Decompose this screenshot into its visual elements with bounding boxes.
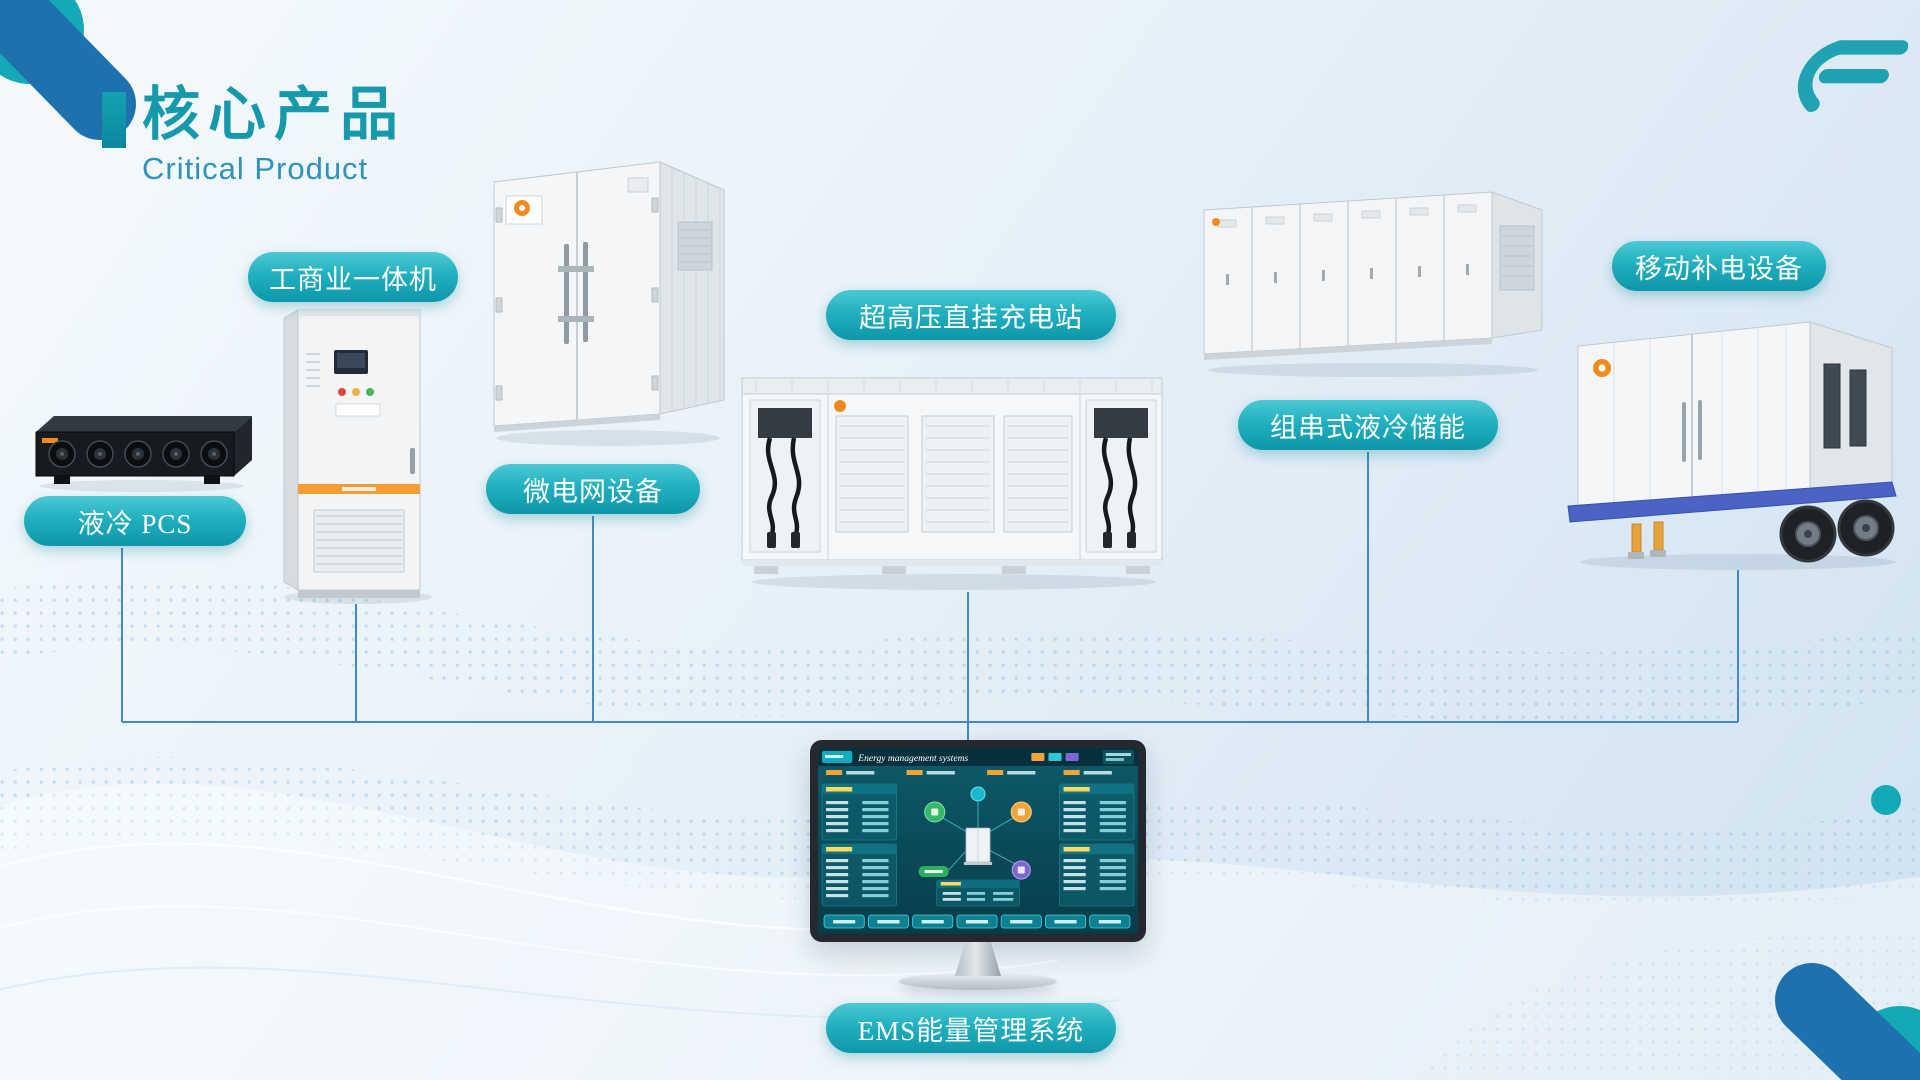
- container-front: [1577, 321, 1811, 507]
- shadow: [1208, 363, 1538, 377]
- grid-node-icon: [970, 786, 986, 802]
- front-corrugation: [1613, 324, 1787, 505]
- door-handles: [1226, 264, 1469, 285]
- cabinet-base: [298, 590, 420, 598]
- shadow: [752, 574, 1156, 590]
- product-all-in-one-image: [272, 298, 444, 606]
- cabinet-indicator-lights: [338, 388, 374, 396]
- corner-accent-bottom-right: [1775, 785, 1920, 1080]
- pcs-top: [36, 416, 252, 432]
- container-base: [1204, 338, 1492, 360]
- side-louver: [1499, 225, 1535, 291]
- handle-bracket: [558, 266, 594, 272]
- product-pcs-image: [28, 402, 256, 494]
- container-skid: [742, 560, 1162, 566]
- product-string-storage-image: [1192, 182, 1554, 380]
- door-vents: [1217, 204, 1477, 228]
- cabinet-louver-grille: [313, 509, 405, 573]
- cabinet-handle: [410, 448, 415, 474]
- ems-toolbar: [826, 770, 1112, 775]
- title-accent-bar: [102, 92, 126, 148]
- door-handle: [1682, 402, 1686, 462]
- monitor-bezel: Energy management systems: [810, 740, 1146, 942]
- product-microgrid-image: [482, 148, 734, 450]
- pcs-side: [234, 416, 252, 476]
- pcs-fans: [48, 440, 228, 468]
- front-vent: [627, 177, 649, 193]
- left-cable-bay: [749, 399, 821, 553]
- landing-gear: [1628, 521, 1666, 559]
- brand-mark-center: [519, 205, 525, 211]
- cabinet-display-glass: [337, 353, 365, 368]
- brand-logo-icon: [1797, 40, 1909, 112]
- container-side: [659, 161, 725, 415]
- side-corrugation: [671, 167, 721, 412]
- pcs-foot: [54, 476, 70, 484]
- product-hv-charging-image: [732, 362, 1176, 594]
- monitor-stand-base: [899, 973, 1057, 990]
- ems-clock: [1102, 750, 1134, 764]
- shadow: [496, 430, 720, 446]
- label-mobile-power: 移动补电设备: [1612, 241, 1826, 291]
- label-microgrid: 微电网设备: [486, 464, 700, 514]
- handle-bracket: [558, 316, 594, 322]
- cabinet-louver-lines: [316, 515, 402, 565]
- cabinet-stripe-text: [342, 487, 376, 491]
- door-dividers: [1251, 195, 1445, 352]
- ems-right-panels: [1059, 783, 1135, 907]
- shadow: [40, 480, 244, 492]
- shadow: [1580, 554, 1896, 570]
- label-pcs: 液冷 PCS: [24, 496, 246, 546]
- pcs-foot: [204, 476, 220, 484]
- corner-accent-top-left: [0, 0, 136, 140]
- side-window: [1823, 363, 1841, 449]
- page-title: 核心产品: [142, 82, 407, 147]
- ems-flow-diagram: [918, 786, 1032, 907]
- container-feet: [754, 566, 1150, 574]
- door-hinges: [495, 197, 659, 401]
- brand-mark-center: [1598, 364, 1606, 372]
- label-all-in-one: 工商业一体机: [248, 252, 458, 302]
- side-louver-lines: [1502, 235, 1532, 277]
- cabinet-nameplate: [335, 403, 381, 417]
- side-window: [1849, 369, 1867, 447]
- side-louver-lines: [680, 229, 710, 263]
- teal-dot: [1871, 785, 1901, 815]
- right-cable-bay: [1085, 399, 1157, 553]
- center-louver-panels: [835, 415, 1073, 533]
- page-subtitle: Critical Product: [142, 150, 369, 186]
- ems-left-panels: [821, 783, 897, 907]
- roof: [741, 377, 1163, 395]
- pcs-brand-mark: [42, 438, 58, 443]
- roof-ticks: [755, 380, 1153, 392]
- product-mobile-power-image: [1562, 302, 1914, 574]
- cabinet-side: [283, 309, 299, 591]
- ems-screen: Energy management systems: [818, 748, 1138, 934]
- brand-mark: [834, 400, 846, 412]
- title-block: 核心产品 Critical Product: [102, 82, 406, 187]
- ems-header: Energy management systems: [818, 748, 1138, 766]
- label-ems: EMS能量管理系统: [826, 1003, 1116, 1053]
- trailer-wheels: [1779, 499, 1895, 563]
- blue-diagonal-bar: [0, 0, 136, 140]
- ems-monitor: Energy management systems: [810, 740, 1146, 990]
- ems-button-bar: [823, 914, 1131, 929]
- title-texts: 核心产品 Critical Product: [142, 82, 406, 187]
- ems-screen-title: Energy management systems: [857, 754, 968, 764]
- brand-mark: [1212, 218, 1220, 226]
- label-hv-charging: 超高压直挂充电站: [826, 290, 1116, 340]
- monitor-stand-neck: [955, 942, 1001, 976]
- label-string-storage: 组串式液冷储能: [1238, 400, 1498, 450]
- blue-diagonal-bar: [1775, 963, 1920, 1080]
- container-base: [494, 414, 660, 432]
- door-handle: [583, 242, 588, 342]
- door-handle: [1698, 400, 1702, 460]
- cabinet-top-edge: [298, 310, 420, 316]
- cabinet-vent-slots: [306, 353, 320, 387]
- brand-logo: [1792, 36, 1909, 127]
- trailer-deck: [1567, 481, 1897, 523]
- door-handle: [564, 244, 569, 344]
